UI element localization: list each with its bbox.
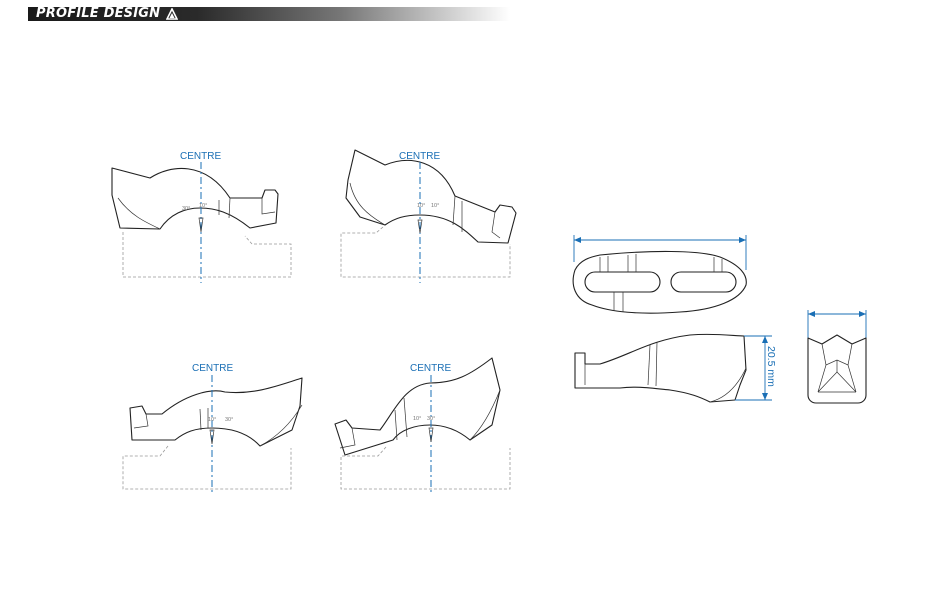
top-view — [573, 235, 746, 313]
view-4: CENTRE 10° 30° — [335, 358, 510, 494]
height-dimension-label: 20.5 mm — [765, 346, 777, 387]
view-3-angle-left: 10° — [208, 417, 216, 423]
view-3-angle-right: 30° — [225, 417, 233, 423]
view-2-angle-right: 10° — [431, 203, 439, 209]
view-3-mount-outline — [123, 446, 291, 489]
view-4-mount-outline — [341, 447, 510, 489]
view-2-angle-left: 10° — [417, 203, 425, 209]
view-2-pad — [346, 150, 516, 243]
view-2: CENTRE 10° 10° — [341, 150, 516, 283]
side-view: 20.5 mm — [575, 334, 777, 402]
top-view-slot-left — [585, 272, 660, 292]
view-1: CENTRE 30° 10° — [112, 151, 291, 283]
top-view-slot-right — [671, 272, 736, 292]
view-1-mount-outline — [123, 232, 291, 277]
view-1-centre-label: CENTRE — [180, 151, 221, 162]
view-3-centre-label: CENTRE — [192, 363, 233, 374]
view-2-centre-label: CENTRE — [399, 151, 440, 162]
view-4-angle-left: 10° — [413, 416, 421, 422]
view-1-angle-left: 30° — [182, 206, 190, 212]
view-3-pad — [130, 378, 302, 446]
side-view-outline — [575, 334, 746, 402]
end-view — [808, 310, 866, 403]
view-4-angle-right: 30° — [427, 416, 435, 422]
view-3: CENTRE 10° 30° — [123, 363, 302, 494]
view-4-centre-label: CENTRE — [410, 363, 451, 374]
view-1-angle-right: 10° — [199, 203, 207, 209]
view-1-pad — [112, 168, 278, 229]
